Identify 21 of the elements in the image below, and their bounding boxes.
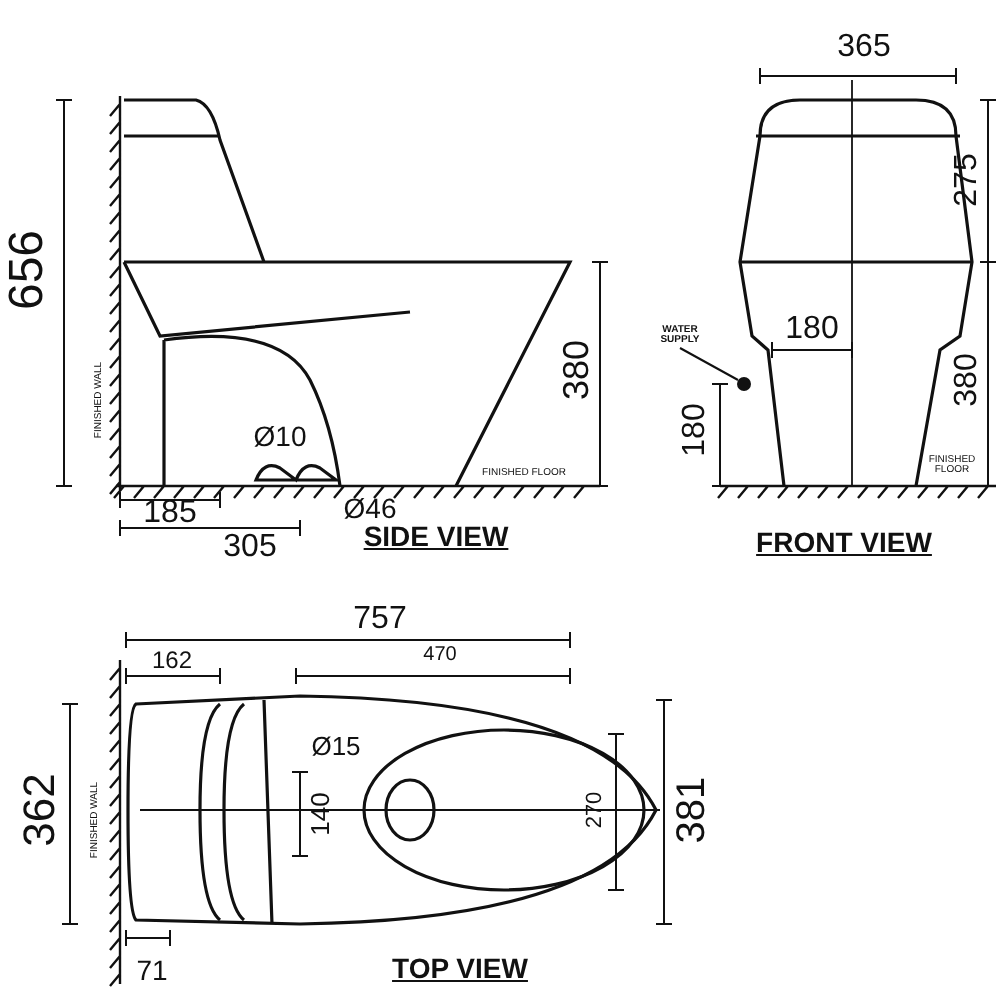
dimension-label: 470 <box>423 646 457 666</box>
dimension-label: 757 <box>353 604 407 636</box>
dimension-label: 381 <box>672 776 712 844</box>
dimension-label: 162 <box>151 648 193 672</box>
dimension-label: 305 <box>223 532 277 564</box>
dimension-label: 656 <box>4 229 52 311</box>
dimension-label: 180 <box>680 403 712 457</box>
dimension-label: 362 <box>18 773 62 847</box>
dimension-label: 365 <box>837 32 891 64</box>
dimension-label: Ø10 <box>253 422 307 450</box>
dimension-label: Ø15 <box>311 733 361 759</box>
dimension-label: Ø46 <box>343 494 397 522</box>
dimension-label: 380 <box>952 353 984 407</box>
water-inlet-dot <box>737 377 751 391</box>
dimension-label: 71 <box>136 956 168 984</box>
leader-line <box>679 347 739 381</box>
dimension-label: 380 <box>558 339 594 401</box>
view-title: TOP VIEW <box>392 954 528 982</box>
view-title: SIDE VIEW <box>363 522 509 550</box>
dimension-label: 180 <box>785 314 839 346</box>
view-title: FRONT VIEW <box>756 528 932 556</box>
